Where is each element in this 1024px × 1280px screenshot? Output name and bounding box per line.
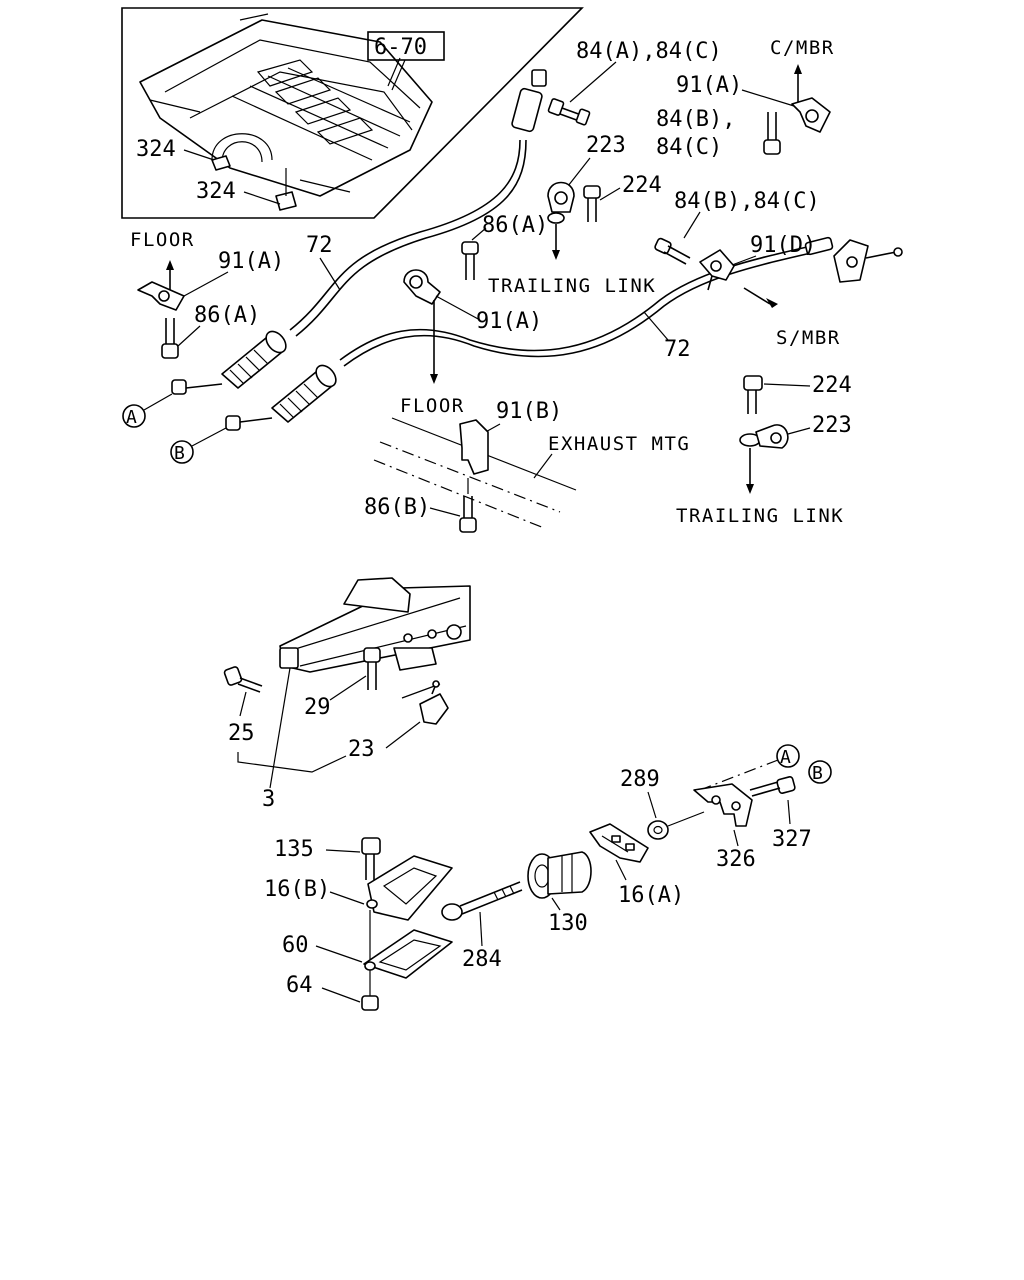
parking-brake-lever — [279, 577, 471, 673]
label-s-mbr: S/MBR — [776, 327, 841, 349]
label-91a-left: 91(A) — [218, 249, 284, 274]
label-trailing-link-top: TRAILING LINK — [488, 275, 656, 297]
label-exhaust-mtg: EXHAUST MTG — [548, 433, 690, 455]
marker-b-right-letter: B — [812, 763, 823, 784]
bracket-23-25 — [237, 752, 347, 773]
brake-cables — [171, 69, 903, 431]
floor-pan-illustration — [139, 13, 433, 211]
label-c-mbr: C/MBR — [770, 37, 835, 59]
label-84ac: 84(A),84(C) — [576, 39, 722, 64]
clip-16a — [589, 823, 649, 863]
label-289: 289 — [620, 767, 660, 792]
marker-a-right-letter: A — [780, 747, 791, 768]
bracket-91b — [459, 419, 489, 475]
label-91a-mid: 91(A) — [476, 309, 542, 334]
reference-box-label: 6-70 — [374, 35, 427, 60]
label-327: 327 — [772, 827, 812, 852]
arrow-down-trailing-link-top — [552, 250, 560, 260]
label-86b: 86(B) — [364, 495, 430, 520]
label-91d: 91(D) — [750, 233, 816, 258]
clip-91a-mid — [403, 269, 441, 305]
bolt-86a-mid — [461, 241, 479, 280]
label-25: 25 — [228, 721, 255, 746]
label-16a: 16(A) — [618, 883, 684, 908]
clip-91a-top — [791, 97, 831, 133]
marker-a-left: A — [122, 393, 173, 428]
bolt-25 — [223, 666, 263, 693]
bolt-84bc-vertical — [763, 112, 781, 155]
label-floor-mid: FLOOR — [400, 395, 465, 417]
bolt-84bc-right — [654, 237, 691, 265]
label-84c-top: 84(C) — [656, 135, 722, 160]
clip-223-top — [547, 181, 575, 224]
label-324-upper: 324 — [136, 137, 176, 162]
arrow-down-trailing-link-bottom — [746, 484, 754, 494]
rod-284 — [441, 881, 523, 921]
bolt-135 — [361, 837, 381, 880]
plate-60 — [363, 929, 453, 979]
label-91b: 91(B) — [496, 399, 562, 424]
clip-223-right — [739, 424, 789, 449]
switch-23 — [401, 680, 449, 725]
clip-91a-left — [137, 281, 185, 311]
arrow-up-c-mbr — [794, 64, 802, 74]
label-91a-top: 91(A) — [676, 73, 742, 98]
cable-boot-a — [171, 330, 287, 395]
label-224-top: 224 — [622, 173, 662, 198]
bolt-86a-left — [161, 318, 179, 359]
label-72-left: 72 — [306, 233, 333, 258]
label-326: 326 — [716, 847, 756, 872]
bolt-86b — [459, 496, 477, 533]
label-72-right: 72 — [664, 337, 691, 362]
label-84b-top: 84(B), — [656, 107, 735, 132]
bushing-130 — [527, 851, 592, 899]
label-60: 60 — [282, 933, 309, 958]
label-135: 135 — [274, 837, 314, 862]
clip-91d — [699, 249, 735, 291]
label-3: 3 — [262, 787, 275, 812]
marker-b-right: B — [808, 760, 832, 784]
bolt-29 — [363, 647, 381, 690]
label-floor-left: FLOOR — [130, 229, 195, 251]
label-64: 64 — [286, 973, 313, 998]
nut-289 — [647, 811, 705, 840]
label-223-top: 223 — [586, 133, 626, 158]
cable-b-end-fitting — [804, 236, 903, 283]
label-86a-mid: 86(A) — [482, 213, 548, 238]
marker-b-left-letter: B — [174, 443, 185, 464]
label-223-right: 223 — [812, 413, 852, 438]
marker-a-left-letter: A — [126, 407, 137, 428]
bolt-84ac — [547, 98, 591, 126]
nut-64 — [361, 995, 379, 1011]
label-324-lower: 324 — [196, 179, 236, 204]
arrow-down-floor-mid — [430, 374, 438, 384]
label-29: 29 — [304, 695, 331, 720]
marker-a-right: A — [699, 744, 800, 791]
label-86a-left: 86(A) — [194, 303, 260, 328]
label-284: 284 — [462, 947, 502, 972]
vehicle-floor-inset: 6-70 324 324 — [121, 7, 584, 219]
bolt-224-top — [583, 185, 601, 222]
bolt-327 — [749, 776, 796, 797]
label-23: 23 — [348, 737, 375, 762]
label-trailing-link-bottom: TRAILING LINK — [676, 505, 844, 527]
label-224-right: 224 — [812, 373, 852, 398]
label-130: 130 — [548, 911, 588, 936]
arrow-up-floor-left — [166, 260, 174, 270]
marker-b-left: B — [170, 427, 227, 464]
cable-a-end-fitting — [511, 69, 547, 133]
reference-box — [367, 31, 445, 61]
label-84bc-right: 84(B),84(C) — [674, 189, 820, 214]
cable-boot-b — [225, 364, 337, 431]
arrow-s-mbr — [766, 298, 778, 308]
equalizer-326 — [693, 783, 753, 827]
label-16b: 16(B) — [264, 877, 330, 902]
bolt-224-right — [743, 375, 763, 414]
bracket-16b — [366, 855, 453, 921]
